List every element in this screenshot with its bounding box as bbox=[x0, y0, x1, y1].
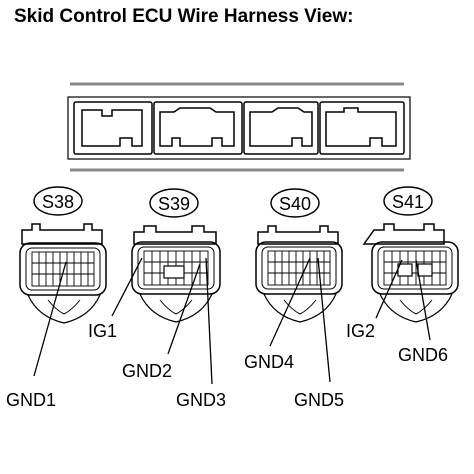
connector-s39 bbox=[131, 225, 221, 323]
s38-pin-grid bbox=[31, 251, 95, 287]
leader-ig2 bbox=[375, 259, 403, 319]
leader-gnd5 bbox=[317, 257, 331, 383]
connector-s38 bbox=[19, 223, 107, 324]
pin-label-gnd2: GND2 bbox=[122, 361, 172, 381]
s38-lock-tab bbox=[21, 223, 103, 245]
leader-lines bbox=[33, 257, 431, 385]
s39-harness-boot bbox=[139, 293, 213, 323]
pin-label-ig1: IG1 bbox=[88, 321, 117, 341]
pin-label-gnd4: GND4 bbox=[244, 352, 294, 372]
s40-harness-boot bbox=[263, 293, 337, 323]
leader-gnd6 bbox=[415, 259, 431, 341]
s41-harness-boot bbox=[379, 293, 453, 323]
connector-label-s39: S39 bbox=[149, 188, 199, 218]
leader-gnd4 bbox=[269, 257, 311, 347]
ecu-socket-2 bbox=[153, 101, 243, 155]
s40-pin-grid bbox=[267, 250, 331, 286]
connector-label-s41: S41 bbox=[383, 186, 433, 216]
leader-gnd3 bbox=[205, 257, 213, 385]
ecu-socket-3 bbox=[243, 101, 319, 155]
s41-lock-tab bbox=[362, 223, 445, 245]
leader-gnd2 bbox=[167, 263, 201, 355]
connector-label-s40: S40 bbox=[270, 188, 320, 218]
pin-label-gnd5: GND5 bbox=[294, 390, 344, 410]
ecu-socket-1 bbox=[73, 101, 153, 155]
s38-harness-boot bbox=[27, 294, 101, 324]
leader-ig1 bbox=[111, 257, 143, 317]
connector-id-s38: S38 bbox=[42, 192, 74, 212]
ecu-body bbox=[67, 82, 411, 172]
diagram-title: Skid Control ECU Wire Harness View: bbox=[14, 6, 354, 27]
s41-pin-grid bbox=[383, 250, 447, 286]
pin-label-gnd1: GND1 bbox=[6, 390, 56, 410]
connector-label-s38: S38 bbox=[33, 186, 83, 216]
connector-id-s41: S41 bbox=[392, 192, 424, 212]
connector-s41 bbox=[362, 223, 459, 323]
connector-id-s40: S40 bbox=[279, 194, 311, 214]
ecu-housing bbox=[67, 96, 411, 160]
connector-s40 bbox=[255, 225, 343, 323]
connector-id-s39: S39 bbox=[158, 194, 190, 214]
pin-label-gnd3: GND3 bbox=[176, 390, 226, 410]
pin-label-ig2: IG2 bbox=[346, 321, 375, 341]
pin-label-gnd6: GND6 bbox=[398, 345, 448, 365]
ecu-socket-4 bbox=[319, 101, 405, 155]
leader-gnd1 bbox=[33, 261, 67, 377]
